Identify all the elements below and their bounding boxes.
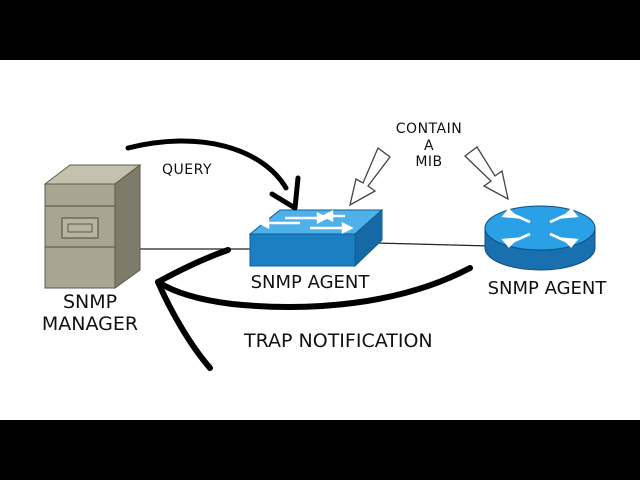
snmp-agent-switch-label: SNMP AGENT	[250, 272, 370, 293]
letterbox-top	[0, 0, 640, 60]
trap-notification-label: TRAP NOTIFICATION	[244, 330, 433, 352]
manager-line-2: MANAGER	[41, 313, 139, 336]
contain-mib-label: CONTAIN A MIB	[384, 121, 474, 171]
snmp-manager-label: SNMP MANAGER	[30, 291, 150, 336]
letterbox-bottom	[0, 420, 640, 480]
query-arrow	[125, 138, 301, 211]
trap-arrow	[155, 247, 473, 371]
contain-line-3: MIB	[415, 154, 443, 171]
contain-line-2: A	[423, 137, 435, 154]
manager-line-1: SNMP	[62, 291, 118, 313]
link-switch-router	[374, 242, 491, 247]
server-icon	[43, 163, 142, 289]
query-label: QUERY	[162, 162, 212, 178]
switch-icon	[248, 208, 384, 268]
snmp-agent-router-label: SNMP AGENT	[487, 278, 607, 299]
mib-arrow-left	[349, 146, 391, 207]
router-icon	[484, 205, 596, 271]
mib-arrow-right	[463, 146, 509, 201]
contain-line-1: CONTAIN	[395, 121, 463, 137]
